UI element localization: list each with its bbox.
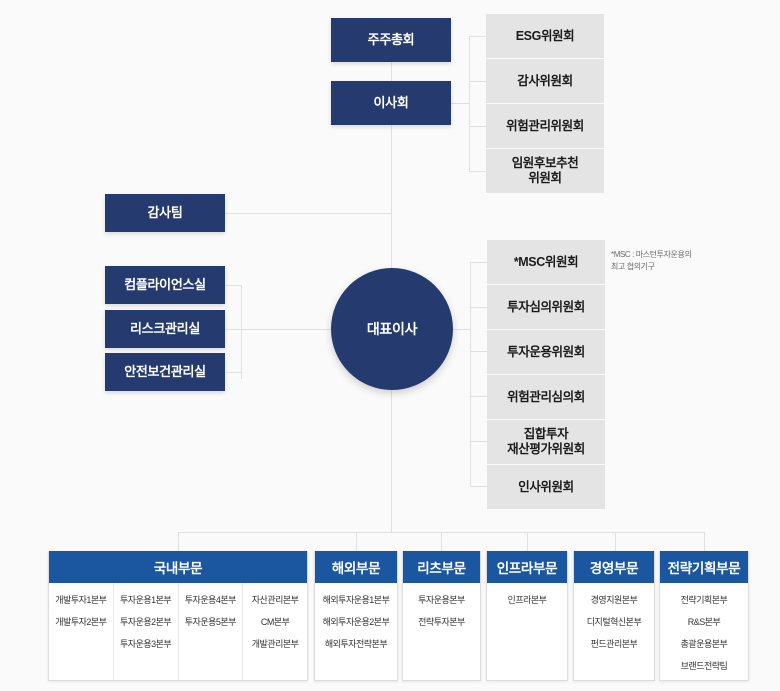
risk-management-office-box[interactable]: 리스크관리실 [105,310,225,348]
sub-item[interactable]: 개발투자2본부 [55,617,107,627]
division-domestic[interactable]: 국내부문 개발투자1본부 개발투자2본부 투자운용1본부 투자운용2본부 투자운… [48,551,308,681]
division-management[interactable]: 경영부문 경영지원본부 디지털혁신본부 펀드관리본부 [573,551,655,681]
sub-item[interactable]: 브랜드전략팀 [680,661,728,671]
division-overseas-header: 해외부문 [315,551,397,583]
sub-item[interactable]: 전략기획본부 [680,595,728,605]
sub-item[interactable]: 투자운용5본부 [184,617,237,627]
division-infra-body: 인프라본부 [487,583,567,680]
division-infra[interactable]: 인프라부문 인프라본부 [486,551,568,681]
connector-division-drop-5 [615,532,616,551]
division-domestic-col-3: 투자운용4본부 투자운용5본부 [179,583,244,680]
sub-item[interactable]: 해외투자전략본부 [324,639,388,649]
connector-control-spine [241,285,242,379]
sub-item[interactable]: 투자운용1본부 [120,595,172,605]
sub-item[interactable]: 디지털혁신본부 [586,617,642,627]
division-strategy-header: 전략기획부문 [660,551,748,583]
sub-item[interactable]: 인프라본부 [507,595,547,605]
connector-division-drop-3 [441,532,442,551]
connector-ceo-down [391,390,392,532]
sub-item[interactable]: 경영지원본부 [590,595,638,605]
board-committee-audit[interactable]: 감사위원회 [486,59,604,103]
sub-item[interactable]: 전략투자본부 [418,617,465,627]
connector-ceocom-stub-4 [470,396,487,397]
sub-item[interactable]: 해외투자운용1본부 [322,595,390,605]
division-strategy[interactable]: 전략기획부문 전략기획본부 R&S본부 총괄운용본부 브랜드전략팀 [659,551,749,681]
connector-board-to-spine [450,103,470,104]
ceo-committee-asset-valuation[interactable]: 집합투자 재산평가위원회 [487,420,605,464]
ceo-committee-hr[interactable]: 인사위원회 [487,465,605,509]
audit-team-box[interactable]: 감사팀 [105,194,225,232]
ceo-committee-investment-review[interactable]: 투자심의위원회 [487,285,605,329]
connector-control-stub-2 [224,329,242,330]
sub-item[interactable]: 펀드관리본부 [590,639,638,649]
division-domestic-col-2: 투자운용1본부 투자운용2본부 투자운용3본부 [114,583,179,680]
division-infra-header: 인프라부문 [487,551,567,583]
division-infra-col-1: 인프라본부 [487,583,567,680]
connector-ceocom-stub-3 [470,351,487,352]
connector-control-to-ceo [241,329,331,330]
connector-ceocom-stub-6 [470,486,487,487]
connector-division-drop-2 [356,532,357,551]
sub-item[interactable]: 개발투자1본부 [55,595,107,605]
connector-committee-stub-3 [469,126,486,127]
sub-item[interactable]: 총괄운용본부 [680,639,728,649]
ceo-node[interactable]: 대표이사 [331,268,453,390]
connector-ceocom-stub-2 [470,307,487,308]
connector-committee-stub-2 [469,81,486,82]
division-overseas[interactable]: 해외부문 해외투자운용1본부 해외투자운용2본부 해외투자전략본부 [314,551,398,681]
connector-division-drop-4 [527,532,528,551]
connector-ceo-committee-spine [470,262,471,486]
division-reits-body: 투자운용본부 전략투자본부 [403,583,480,680]
division-domestic-col-4: 자산관리본부 CM본부 개발관리본부 [243,583,307,680]
division-management-col-1: 경영지원본부 디지털혁신본부 펀드관리본부 [574,583,654,680]
sub-item[interactable]: 해외투자운용2본부 [322,617,390,627]
ceo-committee-risk-review[interactable]: 위험관리심의회 [487,375,605,419]
board-committee-esg[interactable]: ESG위원회 [486,14,604,58]
sub-item[interactable]: 개발관리본부 [251,639,299,649]
connector-division-drop-1 [178,532,179,551]
sub-item[interactable]: 투자운용본부 [418,595,465,605]
compliance-office-box[interactable]: 컴플라이언스실 [105,266,225,304]
division-management-header: 경영부문 [574,551,654,583]
msc-footnote: *MSC : 마스턴투자운용의 최고 협의기구 [611,250,692,271]
connector-audit-team [224,213,391,214]
connector-division-drop-6 [704,532,705,551]
division-strategy-col-1: 전략기획본부 R&S본부 총괄운용본부 브랜드전략팀 [660,583,748,680]
ceo-committee-investment-operation[interactable]: 투자운용위원회 [487,330,605,374]
connector-control-stub-1 [224,285,242,286]
division-overseas-col-1: 해외투자운용1본부 해외투자운용2본부 해외투자전략본부 [315,583,397,680]
division-reits-col-1: 투자운용본부 전략투자본부 [403,583,480,680]
sub-item[interactable]: 투자운용4본부 [184,595,237,605]
board-of-directors-box[interactable]: 이사회 [331,81,451,125]
division-strategy-body: 전략기획본부 R&S본부 총괄운용본부 브랜드전략팀 [660,583,748,680]
sub-item[interactable]: R&S본부 [687,617,721,627]
division-domestic-header: 국내부문 [49,551,307,583]
connector-ceo-to-committee [452,329,471,330]
connector-committee-stub-4 [469,171,486,172]
division-overseas-body: 해외투자운용1본부 해외투자운용2본부 해외투자전략본부 [315,583,397,680]
connector-ceocom-stub-1 [470,262,487,263]
sub-item[interactable]: 투자운용3본부 [120,639,172,649]
board-committee-risk[interactable]: 위험관리위원회 [486,104,604,148]
division-reits-header: 리츠부문 [403,551,480,583]
sub-item[interactable]: 투자운용2본부 [120,617,172,627]
shareholders-meeting-box[interactable]: 주주총회 [331,18,451,62]
connector-ceo-spine [391,122,392,272]
connector-ceocom-stub-5 [470,441,487,442]
sub-item[interactable]: CM본부 [260,617,290,627]
division-management-body: 경영지원본부 디지털혁신본부 펀드관리본부 [574,583,654,680]
safety-health-office-box[interactable]: 안전보건관리실 [105,353,225,391]
division-domestic-col-1: 개발투자1본부 개발투자2본부 [49,583,114,680]
sub-item[interactable]: 자산관리본부 [251,595,299,605]
ceo-committee-msc[interactable]: *MSC위원회 [487,240,605,284]
connector-committee-stub-1 [469,36,486,37]
board-committee-nomination[interactable]: 임원후보추천 위원회 [486,149,604,193]
connector-control-stub-3 [224,372,242,373]
division-domestic-body: 개발투자1본부 개발투자2본부 투자운용1본부 투자운용2본부 투자운용3본부 … [49,583,307,680]
division-reits[interactable]: 리츠부문 투자운용본부 전략투자본부 [402,551,481,681]
